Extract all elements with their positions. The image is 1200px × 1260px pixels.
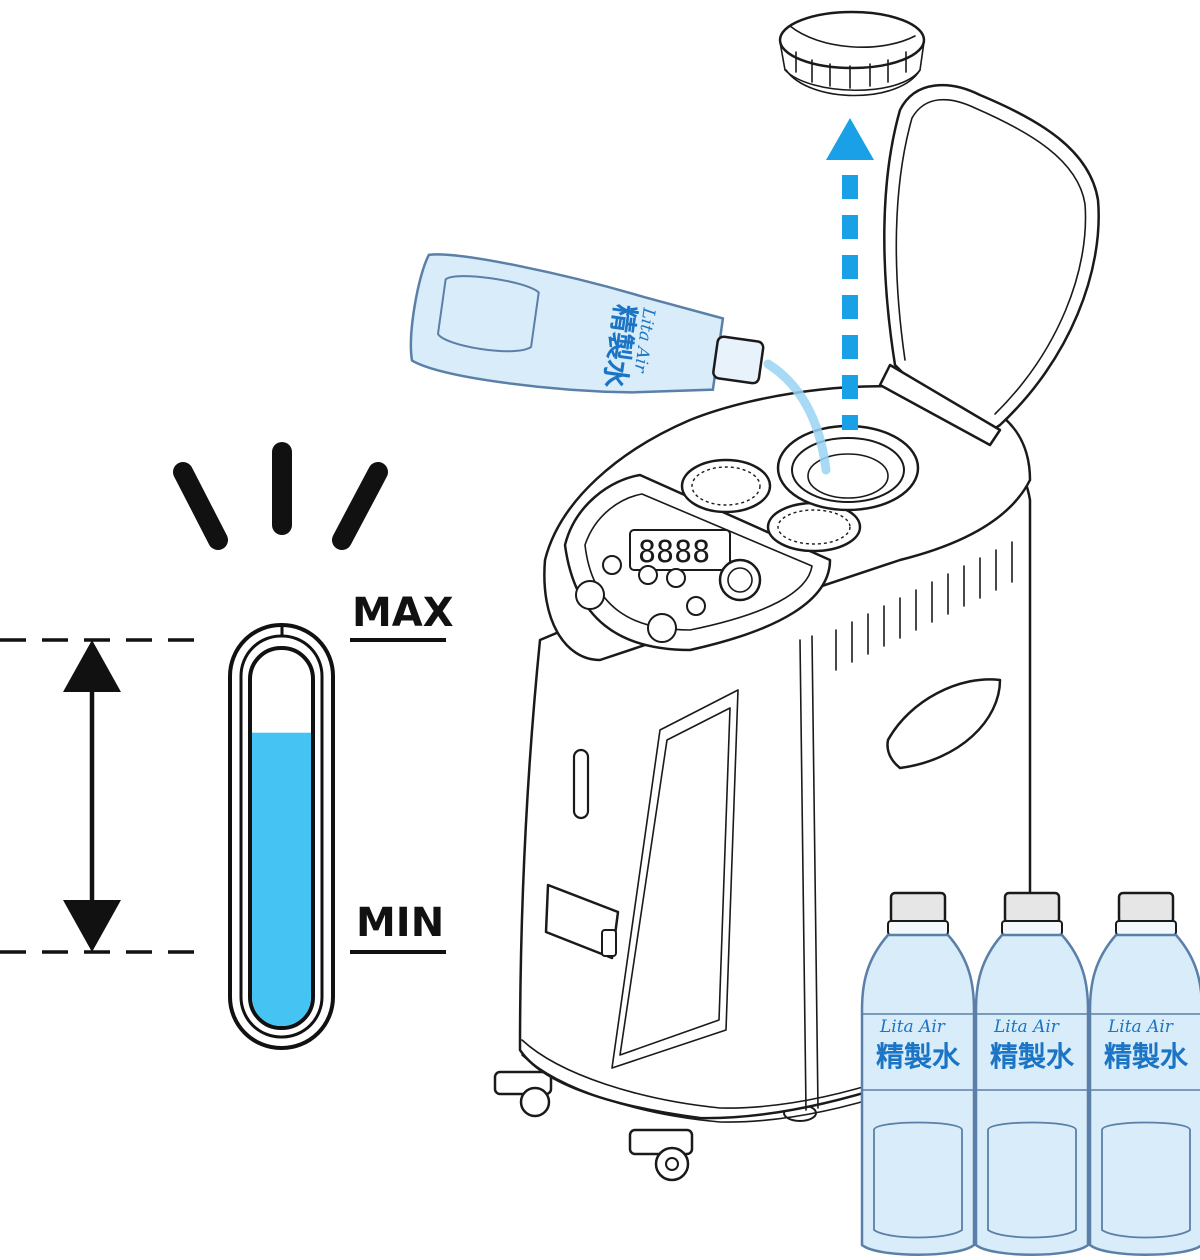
water-bottle-brand: Lita Air [879, 1017, 946, 1037]
caster-wheel [493, 1070, 817, 1182]
water-bottle: Lita Air 精製水 [974, 891, 1090, 1256]
tank-cap [778, 10, 926, 97]
max-label: MAX [352, 590, 454, 636]
standing-bottles: Lita Air 精製水 Lita Air 精製水 Lita Air 精製水 [860, 891, 1200, 1256]
water-level-fill [252, 732, 311, 1026]
water-bottle-label: 精製水 [990, 1040, 1075, 1073]
double-arrow-icon [63, 640, 121, 952]
light-burst-icon [173, 442, 388, 550]
min-label: MIN [356, 900, 444, 946]
level-indicator: MAX MIN [0, 442, 454, 1050]
water-bottle-label: 精製水 [876, 1040, 961, 1073]
water-bottle-brand: Lita Air [993, 1017, 1060, 1037]
pouring-bottle: 精製水 Lita Air [409, 253, 765, 394]
water-stream [763, 359, 831, 475]
lift-arrow-icon [826, 118, 874, 430]
svg-text:8888: 8888 [638, 535, 710, 570]
water-bottle-label: 精製水 [1104, 1040, 1189, 1073]
display-panel: 8888 [575, 529, 762, 643]
water-bottle: Lita Air 精製水 [860, 891, 976, 1256]
vent-grille [835, 541, 1013, 671]
water-bottle-brand: Lita Air [1107, 1017, 1174, 1037]
level-gauge-icon [228, 623, 335, 1050]
water-bottle: Lita Air 精製水 [1088, 891, 1200, 1256]
